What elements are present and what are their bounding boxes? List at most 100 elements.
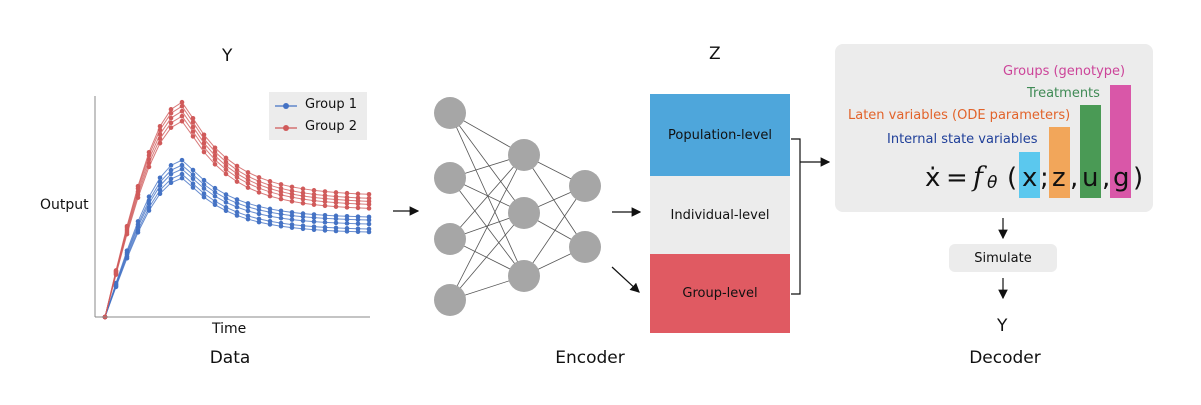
data-point xyxy=(311,224,317,229)
bar-g xyxy=(1110,85,1131,198)
decoder-section-label: Decoder xyxy=(969,348,1041,368)
data-point xyxy=(300,200,306,206)
nn-node-layer-2 xyxy=(508,260,540,292)
data-point xyxy=(234,171,240,176)
data-point xyxy=(256,179,262,184)
data-point xyxy=(201,182,207,187)
data-point xyxy=(300,186,306,192)
data-point xyxy=(278,208,284,214)
data-point xyxy=(333,220,339,226)
data-point xyxy=(223,155,229,161)
data-point xyxy=(168,110,174,116)
data-point xyxy=(289,188,295,194)
data-section-label: Data xyxy=(209,348,251,368)
data-point xyxy=(256,219,262,225)
data-point xyxy=(289,194,295,200)
data-point xyxy=(245,185,251,190)
eq-close: ) xyxy=(1133,163,1144,193)
eq-lhs: ẋ xyxy=(925,163,941,193)
data-point xyxy=(135,183,141,189)
data-point xyxy=(179,175,185,181)
data-point xyxy=(355,195,361,201)
data-point xyxy=(289,191,295,197)
data-point xyxy=(366,221,372,227)
data-point xyxy=(223,200,229,205)
latent-top-label: Z xyxy=(709,44,721,64)
data-point xyxy=(201,191,207,196)
data-point xyxy=(212,162,218,167)
data-point xyxy=(267,189,273,195)
eq-open: ( xyxy=(1007,163,1018,193)
data-point xyxy=(168,176,174,182)
data-point xyxy=(179,162,185,168)
data-point xyxy=(355,191,361,197)
data-point xyxy=(179,113,185,119)
decoder-output-label: Y xyxy=(997,316,1008,336)
data-point xyxy=(344,205,350,210)
individual-level-label: Individual-level xyxy=(670,207,770,223)
data-point xyxy=(366,191,372,197)
data-point xyxy=(300,193,306,199)
simulate-box: Simulate xyxy=(949,244,1057,272)
data-point xyxy=(366,214,372,220)
data-point xyxy=(322,212,328,218)
nn-node-layer-3 xyxy=(569,170,601,202)
nn-node-layer-1 xyxy=(434,223,466,255)
data-point xyxy=(245,213,251,219)
data-point xyxy=(344,226,350,231)
data-point xyxy=(234,213,240,218)
data-point xyxy=(366,206,372,211)
data-point xyxy=(267,186,273,191)
eq-z: z xyxy=(1052,163,1066,193)
data-point xyxy=(223,192,229,197)
data-point xyxy=(168,125,174,130)
data-point xyxy=(157,175,163,181)
data-point xyxy=(245,208,251,214)
data-point xyxy=(124,223,130,229)
data-point xyxy=(234,179,240,184)
data-point xyxy=(300,190,306,196)
y-axis-label: Output xyxy=(40,197,89,213)
arrow-encoder-to-group xyxy=(611,266,640,293)
data-point xyxy=(190,124,196,130)
data-point xyxy=(168,180,174,186)
population-level-box: Population-level xyxy=(650,94,790,176)
data-point xyxy=(223,163,229,169)
data-point xyxy=(212,149,218,155)
data-point xyxy=(212,198,218,204)
data-point xyxy=(223,167,229,172)
data-point xyxy=(179,171,185,177)
bar-u xyxy=(1080,105,1101,198)
data-point xyxy=(234,200,240,206)
data-point xyxy=(344,190,350,196)
data-point xyxy=(344,213,350,219)
chart-legend: Group 1 Group 2 xyxy=(269,92,367,140)
data-point xyxy=(267,206,273,212)
eq-g: g xyxy=(1113,163,1130,193)
data-point xyxy=(146,194,152,200)
data-point xyxy=(333,204,339,209)
data-point xyxy=(267,209,273,215)
data-point xyxy=(234,204,240,210)
data-point xyxy=(135,219,141,224)
data-point xyxy=(245,177,251,183)
data-point xyxy=(234,167,240,173)
data-point xyxy=(256,175,262,180)
data-point xyxy=(168,120,174,126)
data-point xyxy=(190,120,196,125)
data-point xyxy=(212,145,218,151)
data-point xyxy=(201,136,207,142)
data-point xyxy=(344,221,350,226)
data-point xyxy=(201,140,207,146)
data-point xyxy=(201,177,207,183)
data-point xyxy=(300,211,306,216)
data-point xyxy=(212,185,218,191)
annotation-latent: Laten variables (ODE parameters) xyxy=(848,108,1071,123)
data-point xyxy=(267,179,273,184)
data-point xyxy=(278,182,284,187)
data-point xyxy=(245,216,251,222)
data-point xyxy=(190,181,196,187)
data-point xyxy=(234,174,240,180)
nn-edge xyxy=(523,185,586,277)
